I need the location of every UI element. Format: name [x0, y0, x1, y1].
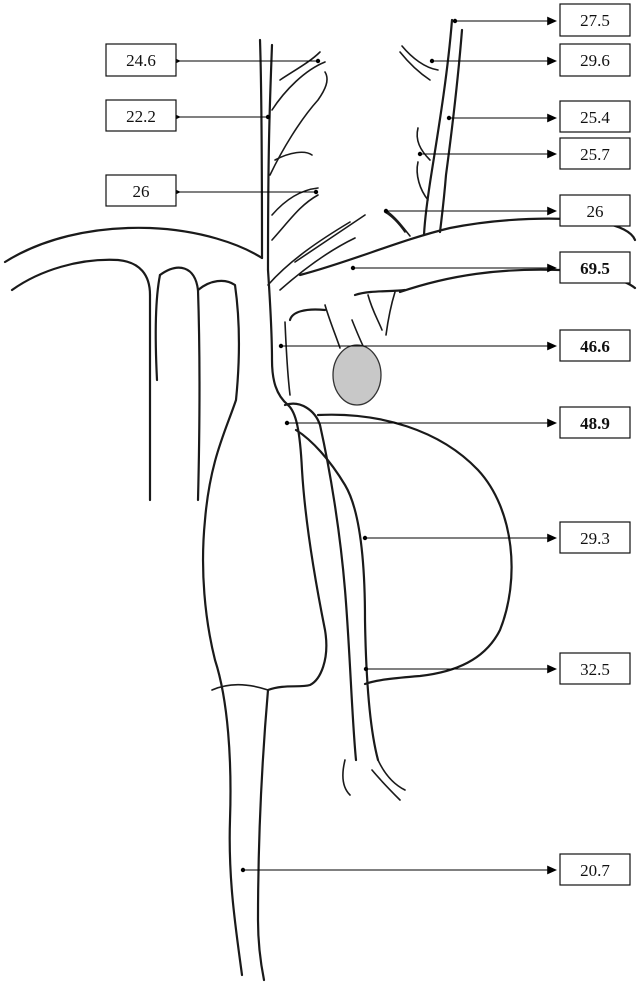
measurement-25-4: 25.4	[447, 101, 630, 132]
label-value: 32.5	[580, 660, 610, 679]
right-branch-4	[417, 162, 428, 200]
main-trunk-right-wall	[258, 270, 326, 980]
descending-branch-left	[343, 760, 350, 795]
measurement-22-2: 22.2	[106, 100, 270, 131]
highlighted-region	[333, 345, 381, 405]
heart-outline	[318, 415, 512, 684]
anchor-dot	[314, 190, 318, 194]
label-value: 46.6	[580, 337, 610, 356]
measurement-32-5: 32.5	[364, 653, 630, 684]
left-jugular-left	[260, 40, 262, 258]
left-jugular-branch-6	[272, 195, 318, 240]
right-jugular-left	[424, 20, 452, 235]
label-value: 22.2	[126, 107, 156, 126]
right-branch-6	[385, 212, 405, 232]
left-arm-vessel-upper	[5, 228, 262, 262]
left-jugular-branch-3	[270, 72, 327, 175]
anchor-dot	[364, 667, 368, 671]
label-value: 20.7	[580, 861, 610, 880]
measurement-48-9: 48.9	[285, 407, 630, 438]
left-arm-vessel-lower	[12, 260, 150, 295]
left-jugular-branch-1	[272, 62, 325, 110]
anchor-dot	[384, 209, 388, 213]
anchor-dot	[266, 115, 270, 119]
right-branch-1	[402, 46, 438, 70]
measurement-24-6: 24.6	[106, 44, 320, 76]
left-jugular-right	[268, 45, 272, 270]
label-value: 25.7	[580, 145, 610, 164]
anchor-dot	[285, 421, 289, 425]
label-value: 26	[133, 182, 150, 201]
measurement-69-5: 69.5	[351, 252, 630, 283]
anchor-dot	[316, 59, 320, 63]
label-value: 27.5	[580, 11, 610, 30]
arch-branch-4	[386, 292, 395, 335]
anchor-dot	[363, 536, 367, 540]
arch-branch-1	[325, 305, 340, 348]
measurement-46-6: 46.6	[279, 330, 630, 361]
arch-branch-3	[368, 295, 382, 330]
arch-upper-right	[355, 290, 405, 295]
arch-upper-left	[290, 309, 325, 320]
anchor-dot	[241, 868, 245, 872]
anatomy-outline	[5, 20, 635, 980]
label-value: 26	[587, 202, 604, 221]
descending-branch-right-1	[378, 760, 405, 790]
label-value: 48.9	[580, 414, 610, 433]
main-trunk-left-wall	[198, 281, 242, 975]
measurement-29-3: 29.3	[363, 522, 630, 553]
label-value: 25.4	[580, 108, 610, 127]
anchor-dot	[279, 344, 283, 348]
left-vertical-tube-inner	[156, 275, 160, 380]
label-value: 24.6	[126, 51, 156, 70]
central-vessel-2	[280, 238, 355, 290]
left-vertical-tube-right	[160, 268, 200, 500]
anchor-dot	[430, 59, 434, 63]
label-value: 29.3	[580, 529, 610, 548]
label-value: 29.6	[580, 51, 610, 70]
anchor-dot	[351, 266, 355, 270]
left-jugular-branch-2	[280, 52, 320, 80]
anchor-dot	[453, 19, 457, 23]
descending-aorta-right	[296, 430, 378, 760]
right-jugular-right	[440, 30, 462, 232]
trunk-crossbar	[212, 685, 268, 690]
anchor-dot	[447, 116, 451, 120]
measurement-20-7: 20.7	[241, 854, 630, 885]
anchor-dot	[418, 152, 422, 156]
label-value: 69.5	[580, 259, 610, 278]
arch-branch-5	[285, 322, 290, 395]
descending-aorta-left	[285, 404, 356, 760]
measurement-27-5: 27.5	[453, 4, 630, 36]
